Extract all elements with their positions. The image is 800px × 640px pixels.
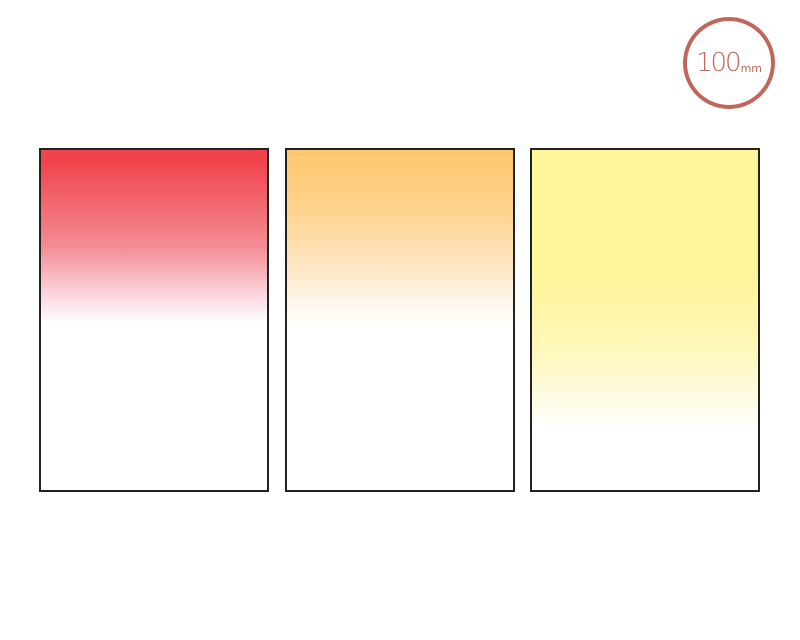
size-badge-value: 100 xyxy=(695,48,742,78)
red-graduated-filter xyxy=(39,148,269,492)
orange-graduated-filter xyxy=(285,148,515,492)
yellow-graduated-filter xyxy=(530,148,760,492)
size-badge-unit: mm xyxy=(740,61,763,75)
